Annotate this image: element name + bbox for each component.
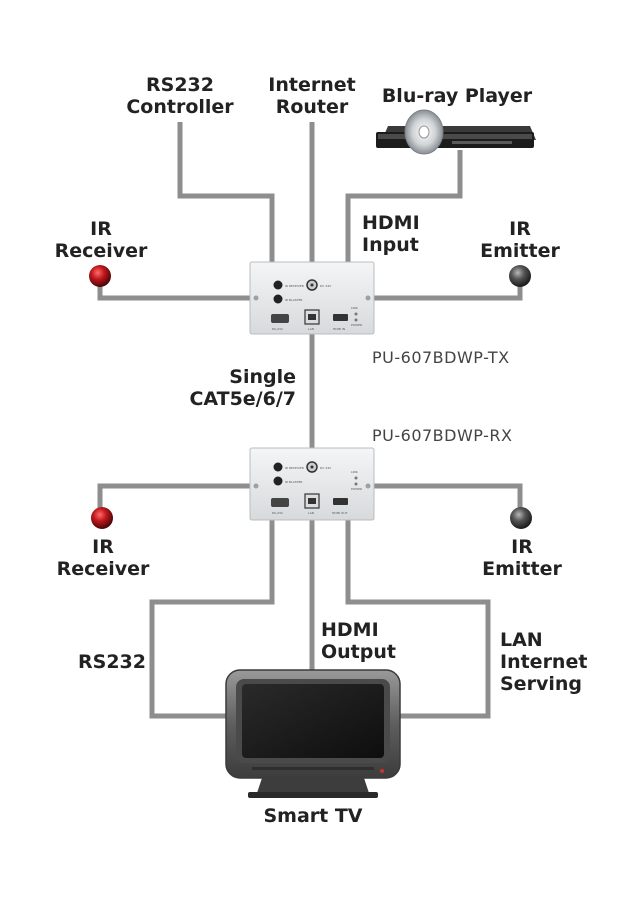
tx-label-rs232: RS-232 <box>272 327 283 331</box>
tx-ir-receiver-jack <box>273 280 283 290</box>
rs232-controller-label-line1: RS232 <box>146 74 214 96</box>
ir-receiver-bottom-label-line2: Receiver <box>56 558 150 580</box>
rs232-controller-label-line2: Controller <box>126 96 234 118</box>
tx-label-ir-blaster: IR BLASTER <box>285 298 303 302</box>
bluray-player-label: Blu-ray Player <box>370 85 544 107</box>
tx-rs232-port <box>271 314 289 323</box>
ir-receiver-top-label-line1: IR <box>90 218 112 240</box>
hdmi-output-label: HDMI Output <box>321 619 396 663</box>
hdmi-output-label-line1: HDMI <box>321 619 379 641</box>
hdmi-output-label-line2: Output <box>321 641 396 663</box>
cable-hdmi-input <box>345 150 463 262</box>
ir-emitter-bottom-label-line1: IR <box>511 536 533 558</box>
smart-tv-label: Smart TV <box>240 805 386 827</box>
ir-emitter-top-icon <box>509 265 531 287</box>
cables <box>97 122 523 719</box>
rx-label-lan: LAN <box>308 511 314 515</box>
rx-label-hdmi: HDMI OUT <box>332 511 348 515</box>
cable-ir-emitter-top <box>374 284 523 301</box>
rx-label-link: LINK <box>351 470 359 474</box>
lan-label-line2: Internet <box>500 651 588 673</box>
lan-label-line3: Serving <box>500 673 582 695</box>
ir-emitter-top-label-line1: IR <box>509 218 531 240</box>
rx-ir-blaster-jack <box>273 476 283 486</box>
tx-wall-plate: IR RECEIVER IR BLASTER DC 24V RS-232 LAN… <box>249 261 375 335</box>
single-cat-label: Single CAT5e/6/7 <box>150 366 296 410</box>
tx-label-lan: LAN <box>308 327 314 331</box>
ir-emitter-bottom-label: IR Emitter <box>472 536 572 580</box>
ir-receiver-top-label-line2: Receiver <box>54 240 148 262</box>
internet-router-label-line1: Internet <box>268 74 356 96</box>
lan-label-line1: LAN <box>500 629 543 651</box>
bluray-player <box>376 109 536 155</box>
rx-label-rs232: RS-232 <box>272 511 283 515</box>
ir-receiver-top-icon <box>89 265 111 287</box>
tx-label-dc: DC 24V <box>320 284 332 288</box>
ir-receiver-bottom-icon <box>91 507 113 529</box>
rx-label-ir-blaster: IR BLASTER <box>285 480 303 484</box>
rx-label-ir-receiver: IR RECEIVER <box>285 466 304 470</box>
rx-model-label: PU-607BDWP-RX <box>372 426 513 445</box>
rx-label-dc: DC 24V <box>320 466 332 470</box>
tx-label-link: LINK <box>351 306 359 310</box>
bluray-player-label-text: Blu-ray Player <box>381 85 533 107</box>
internet-router-label: Internet Router <box>262 74 362 118</box>
ir-emitter-top-label-line2: Emitter <box>480 240 560 262</box>
internet-router-label-line2: Router <box>275 96 349 118</box>
ir-emitter-top-label: IR Emitter <box>470 218 570 262</box>
cable-ir-emitter-bottom <box>374 483 523 508</box>
hdmi-input-label: HDMI Input <box>362 212 420 256</box>
ir-receiver-top-label: IR Receiver <box>46 218 156 262</box>
cable-ir-receiver-bottom <box>97 483 250 508</box>
hdmi-input-label-line2: Input <box>362 234 419 256</box>
single-cat-label-line2: CAT5e/6/7 <box>189 388 296 410</box>
ir-receiver-bottom-label-line1: IR <box>92 536 114 558</box>
rs232-controller-label: RS232 Controller <box>120 74 240 118</box>
rx-rs232-port <box>271 498 289 507</box>
cable-rs232-controller <box>177 122 275 262</box>
rx-wall-plate: IR RECEIVER IR BLASTER DC 24V RS-232 LAN… <box>249 447 375 521</box>
tx-label-power: POWER <box>351 323 362 327</box>
tx-hdmi-port <box>333 314 348 321</box>
rx-label-power: POWER <box>351 487 362 491</box>
tx-label-hdmi: HDMI IN <box>333 327 345 331</box>
rs232-label-text: RS232 <box>78 651 146 673</box>
smart-tv <box>225 669 401 798</box>
smart-tv-label-text: Smart TV <box>263 805 363 827</box>
cable-rs232-tv <box>149 520 275 719</box>
cable-ir-receiver-top <box>97 284 250 301</box>
cable-lan-tv <box>345 520 491 719</box>
rx-ir-receiver-jack <box>273 462 283 472</box>
single-cat-label-line1: Single <box>229 366 296 388</box>
tx-label-ir-receiver: IR RECEIVER <box>285 284 304 288</box>
tx-ir-blaster-jack <box>273 294 283 304</box>
ir-emitter-bottom-label-line2: Emitter <box>482 558 562 580</box>
rs232-label: RS232 <box>78 651 146 673</box>
ir-emitter-bottom-icon <box>510 507 532 529</box>
hdmi-input-label-line1: HDMI <box>362 212 420 234</box>
tx-model-label: PU-607BDWP-TX <box>372 348 510 367</box>
ir-receiver-bottom-label: IR Receiver <box>48 536 158 580</box>
lan-internet-serving-label: LAN Internet Serving <box>500 629 587 695</box>
rx-hdmi-port <box>333 498 348 505</box>
